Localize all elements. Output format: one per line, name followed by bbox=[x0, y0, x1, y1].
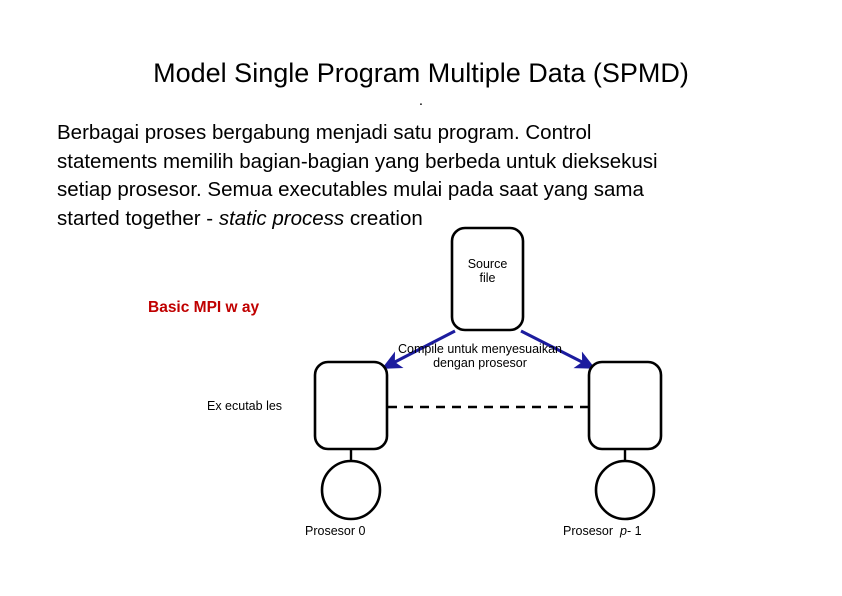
compile-label-line1: Compile untuk menyesuaikan bbox=[398, 342, 562, 356]
page-title: Model Single Program Multiple Data (SPMD… bbox=[153, 58, 689, 88]
executables-label: Ex ecutab les bbox=[207, 399, 283, 413]
compile-arrow-left bbox=[381, 329, 456, 369]
processor-right-label-prefix: Prosesor bbox=[563, 524, 614, 538]
processor-right-label-suffix: - 1 bbox=[626, 524, 642, 538]
source-file-box bbox=[450, 226, 525, 332]
processor-left-label: Prosesor 0 bbox=[305, 524, 366, 538]
source-file-label-line2: file bbox=[479, 271, 496, 285]
compile-label-line2: dengan prosesor bbox=[433, 356, 527, 370]
executable-box-left bbox=[313, 360, 389, 451]
body-line-4-prefix: started together - bbox=[57, 206, 219, 230]
processor-right-label-var: p bbox=[620, 524, 627, 538]
executable-box-right bbox=[587, 360, 663, 451]
compile-arrow-right bbox=[520, 329, 596, 369]
body-paragraph: Berbagai proses bergabung menjadi satu p… bbox=[57, 119, 797, 233]
body-line-3: setiap prosesor. Semua executables mulai… bbox=[57, 178, 644, 201]
processor-circle-left bbox=[320, 459, 382, 521]
body-line-4-suffix: creation bbox=[344, 206, 423, 230]
body-line-2: statements memilih bagian-bagian yang be… bbox=[57, 149, 658, 173]
body-line-1: Berbagai proses bergabung menjadi satu p… bbox=[57, 121, 592, 144]
compile-label: Compile untuk menyesuaikan dengan proses… bbox=[357, 342, 603, 370]
source-file-label-line1: Source bbox=[467, 257, 508, 271]
body-line-4-italic: static process bbox=[218, 206, 345, 230]
title-separator-dot: . bbox=[418, 92, 424, 109]
processor-circle-right bbox=[594, 459, 656, 521]
basic-mpi-way-note: Basic MPI w ay bbox=[148, 299, 260, 316]
processor-right-label: Prosesor p- 1 bbox=[563, 524, 642, 538]
source-file-label: Source file bbox=[452, 257, 523, 285]
